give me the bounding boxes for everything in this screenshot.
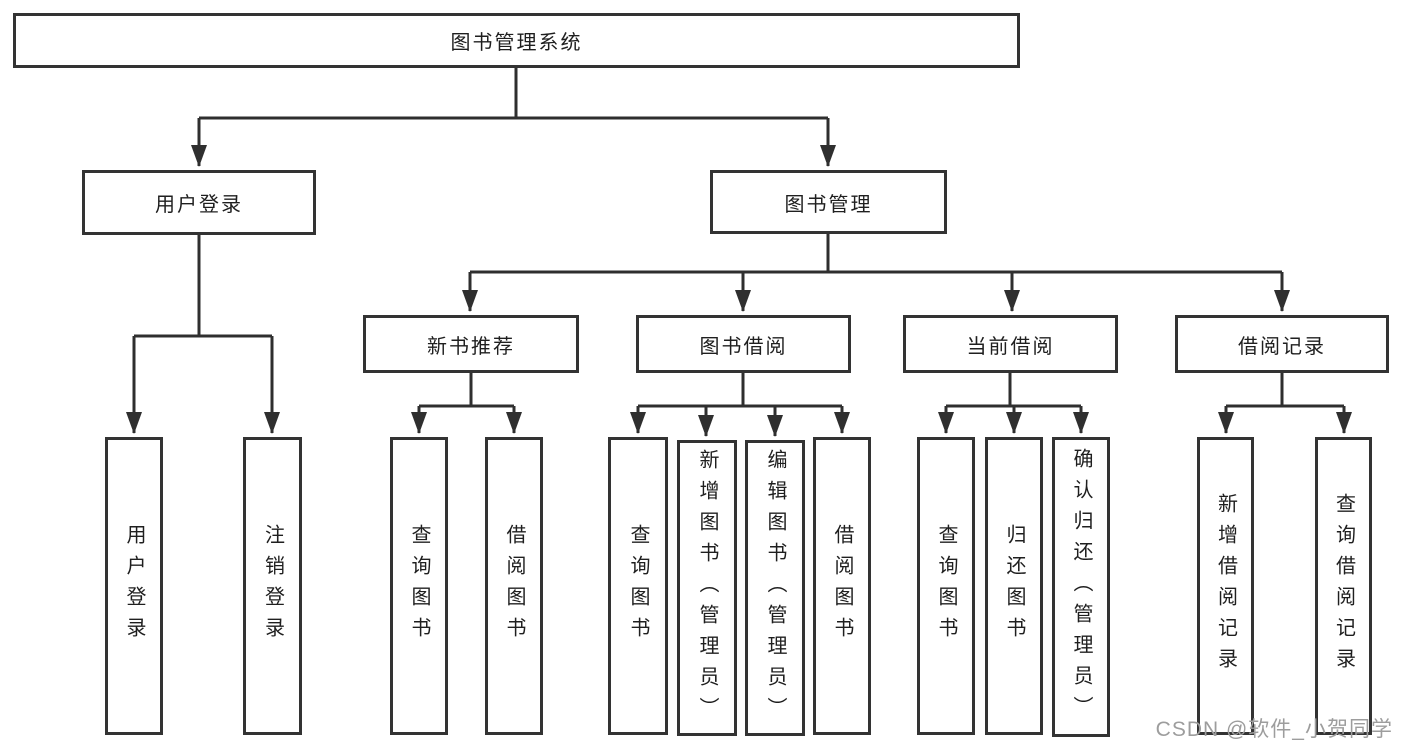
connector-current-borrow bbox=[938, 373, 1089, 434]
leaf-borrow-edit-books-admin: 编辑图书（管理员） bbox=[745, 440, 805, 736]
leaf-current-confirm-return-admin: 确认归还（管理员） bbox=[1052, 437, 1110, 737]
leaf-current-query-books: 查询图书 bbox=[917, 437, 975, 735]
leaf-record-add-borrow-record: 新增借阅记录 bbox=[1197, 437, 1254, 735]
node-user-login: 用户登录 bbox=[82, 170, 316, 235]
connector-borrow-record bbox=[1218, 373, 1352, 434]
connector-user-login bbox=[126, 235, 280, 434]
node-book-management: 图书管理 bbox=[710, 170, 947, 234]
leaf-logout: 注销登录 bbox=[243, 437, 302, 735]
leaf-newbook-query-books: 查询图书 bbox=[390, 437, 448, 735]
node-new-book-recommend: 新书推荐 bbox=[363, 315, 579, 373]
leaf-newbook-borrow-books: 借阅图书 bbox=[485, 437, 543, 735]
node-current-borrowing: 当前借阅 bbox=[903, 315, 1118, 373]
leaf-borrow-add-books-admin: 新增图书（管理员） bbox=[677, 440, 737, 736]
connector-new-book bbox=[411, 373, 522, 434]
connector-book-mgmt bbox=[462, 234, 1290, 312]
leaf-current-return-books: 归还图书 bbox=[985, 437, 1043, 735]
connector-book-borrow bbox=[630, 373, 850, 437]
leaf-user-login: 用户登录 bbox=[105, 437, 163, 735]
leaf-borrow-borrow-books: 借阅图书 bbox=[813, 437, 871, 735]
node-book-borrowing: 图书借阅 bbox=[636, 315, 851, 373]
node-library-system: 图书管理系统 bbox=[13, 13, 1020, 68]
connector-root bbox=[191, 68, 836, 167]
leaf-borrow-query-books: 查询图书 bbox=[608, 437, 668, 735]
node-borrowing-records: 借阅记录 bbox=[1175, 315, 1389, 373]
leaf-record-query-borrow-record: 查询借阅记录 bbox=[1315, 437, 1372, 735]
